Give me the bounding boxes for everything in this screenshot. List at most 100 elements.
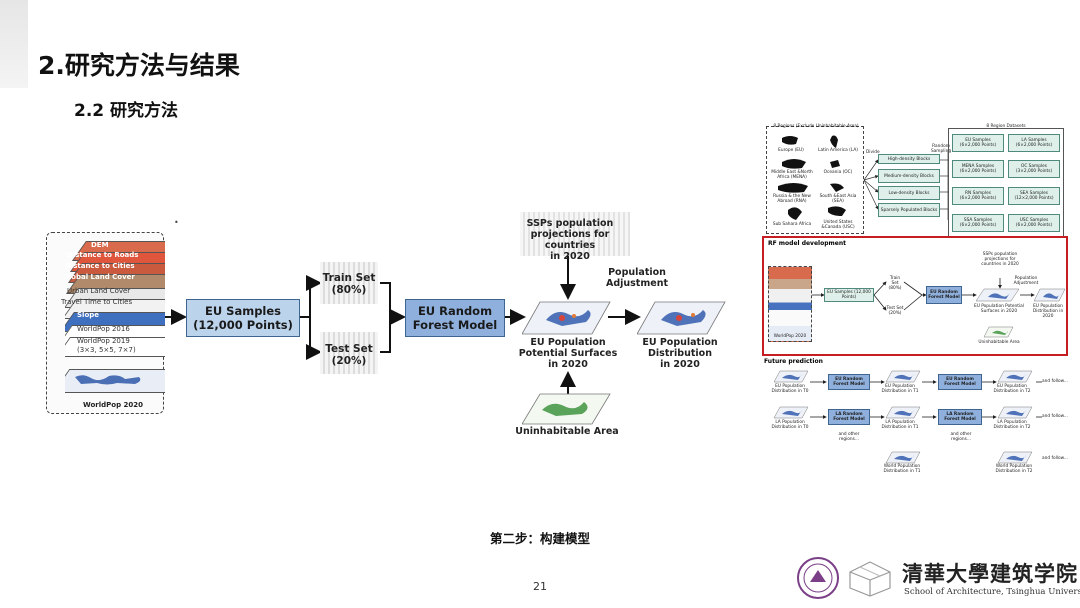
- page-number: 21: [533, 580, 547, 593]
- dataset-usc: USC Samples(6×2,000 Points): [1008, 214, 1060, 232]
- dataset-name: EU Samples: [965, 138, 991, 143]
- dataset-name: OC Samples: [1020, 164, 1048, 169]
- dataset-name: SEA Samples: [1019, 191, 1049, 196]
- dataset-mena: MENA Samples(6×2,000 Points): [952, 160, 1004, 178]
- region-label: Sub Sahara Africa: [772, 222, 812, 227]
- layer-label: (3×3, 5×5, 7×7): [77, 346, 136, 354]
- dataset-name: MENA Samples: [961, 164, 995, 169]
- population-adjustment-label: Population Adjustment: [592, 267, 682, 290]
- layer-label: Distance to Cities: [65, 262, 135, 270]
- train-set-label: Train Set (80%): [320, 272, 378, 296]
- label-line: EU Population: [642, 337, 718, 348]
- eu-potential-map: [522, 301, 611, 335]
- architecture-cube-icon: [849, 561, 891, 597]
- rf-dev-dist-map: [1034, 288, 1066, 302]
- random-sampling-label: Random Sampling: [930, 144, 952, 154]
- rf-dev-potential: EU Population Potential Surfaces in 2020: [974, 304, 1024, 314]
- eu-distribution-label: EU Population Distribution in 2020: [630, 337, 730, 371]
- block-low-density: Low-density Blocks: [878, 186, 940, 200]
- divide-label: Divide: [866, 150, 880, 155]
- rf-dev-test: Test Set (20%): [886, 306, 904, 316]
- input-layers-panel: DEM Distance to Roads Distance to Cities…: [46, 232, 165, 414]
- section-title: 2.研究方法与结果: [38, 51, 240, 80]
- future-eu-t0: EU Population Distribution in T0: [771, 384, 809, 394]
- future-title: Future prediction: [764, 358, 823, 365]
- test-set-label: Test Set (20%): [320, 343, 378, 367]
- dataset-eu: EU Samples(6×2,000 Points): [952, 134, 1004, 152]
- region-label: United States &Canada (USC): [821, 220, 855, 230]
- box-line: (12,000 Points): [193, 318, 293, 332]
- layer-label: WorldPop 2019: [77, 337, 130, 345]
- label-line: Train Set: [322, 272, 376, 284]
- rf-dev-ssps: SSPs population projections for countrie…: [981, 252, 1019, 267]
- dataset-points: (6×2,000 Points): [1015, 223, 1053, 228]
- stray-mark: •: [174, 218, 179, 227]
- dataset-name: RN Samples: [965, 191, 991, 196]
- layer-label: Travel Time to Cities: [61, 298, 133, 306]
- rf-dev-title: RF model development: [768, 240, 846, 247]
- ssps-stack: [520, 212, 630, 256]
- slide-caption: 第二步：构建模型: [489, 531, 590, 546]
- dataset-points: (6×2,000 Points): [959, 223, 997, 228]
- rf-development-frame: [762, 236, 1068, 356]
- rf-dev-train: Train Set (80%): [888, 276, 902, 291]
- layer-label: Distance to Roads: [67, 251, 139, 259]
- dataset-points: (6×2,000 Points): [959, 143, 997, 148]
- future-and-follow: and follow...: [1042, 379, 1068, 384]
- test-set-stack: [320, 332, 378, 374]
- label-line: Distribution: [648, 347, 712, 359]
- dataset-points: (12×2,000 Points): [1014, 196, 1054, 201]
- dataset-oc: OC Samples(3×2,000 Points): [1008, 160, 1060, 178]
- block-high-density: High-density Blocks: [878, 154, 940, 164]
- regions-title: 8 Regions (Exclude Uninhabitable Area): [773, 124, 859, 129]
- region-label: Latin America (LA): [818, 148, 858, 153]
- future-maps: [774, 370, 1033, 464]
- rf-dev-rf-box: EU Random Forest Model: [926, 286, 962, 304]
- block-sparse: Sparsely Populated Blocks: [878, 203, 940, 217]
- layer-label: DEM: [91, 241, 109, 249]
- corner-decoration: [0, 0, 28, 88]
- rf-dev-uninhabitable-map: [984, 326, 1014, 338]
- flow-arrows: [165, 256, 641, 395]
- layer-label: Slope: [77, 311, 100, 319]
- layer-label: Global Land Cover: [63, 273, 135, 281]
- label-line: projections for countries: [530, 228, 610, 251]
- left-flow-diagram: DEM Distance to Roads Distance to Cities…: [46, 212, 730, 437]
- uninhabitable-map: [522, 393, 611, 425]
- future-eu-rf-1: EU Random Forest Model: [828, 374, 870, 390]
- region-label: Europe (EU): [778, 148, 804, 153]
- box-line: EU Random: [417, 304, 493, 318]
- label-line: Population: [608, 267, 666, 278]
- region-label: Russia & the New Abroad (RNA): [773, 194, 811, 204]
- right-flow-diagram: 8 Regions (Exclude Uninhabitable Area) E…: [762, 120, 1074, 492]
- future-and-other: and other regions...: [950, 432, 972, 442]
- future-eu-t1: EU Population Distribution in T1: [881, 384, 919, 394]
- future-and-follow: and follow...: [1042, 456, 1068, 461]
- eu-potential-label: EU Population Potential Surfaces in 2020: [506, 337, 630, 371]
- label-line: Test Set: [325, 343, 373, 355]
- rf-dev-layers: [768, 266, 812, 342]
- region-label: Oceania (OC): [823, 170, 853, 175]
- dataset-name: USC Samples: [1019, 218, 1049, 223]
- subsection-title: 2.2 研究方法: [74, 101, 179, 121]
- future-and-follow: and follow...: [1042, 414, 1068, 419]
- label-line: (80%): [331, 284, 367, 297]
- label-line: in 2020: [660, 358, 700, 370]
- future-world-t2: World Population Distribution in T2: [995, 464, 1033, 474]
- block-medium-density: Medium-density Blocks: [878, 169, 940, 183]
- dataset-name: SSA Samples: [963, 218, 993, 223]
- rf-dev-potential-map: [976, 288, 1020, 302]
- dataset-name: LA Samples: [1021, 138, 1047, 143]
- rf-dev-worldpop: WorldPop 2020: [773, 334, 807, 339]
- future-eu-rf-2: EU Random Forest Model: [938, 374, 982, 390]
- eu-distribution-map: [637, 301, 726, 335]
- train-set-stack: [320, 262, 378, 304]
- layer-label: WorldPop 2016: [77, 325, 130, 333]
- rf-dev-adjust: Population Adjustment: [1013, 276, 1039, 286]
- dataset-points: (3×2,000 Points): [1015, 169, 1053, 174]
- uninhabitable-label: Uninhabitable Area: [515, 426, 619, 437]
- dataset-ssa: SSA Samples(6×2,000 Points): [952, 214, 1004, 232]
- ssps-label: SSPs population projections for countrie…: [505, 218, 635, 263]
- box-line: Forest Model: [412, 318, 498, 332]
- regions-panel: [766, 126, 864, 234]
